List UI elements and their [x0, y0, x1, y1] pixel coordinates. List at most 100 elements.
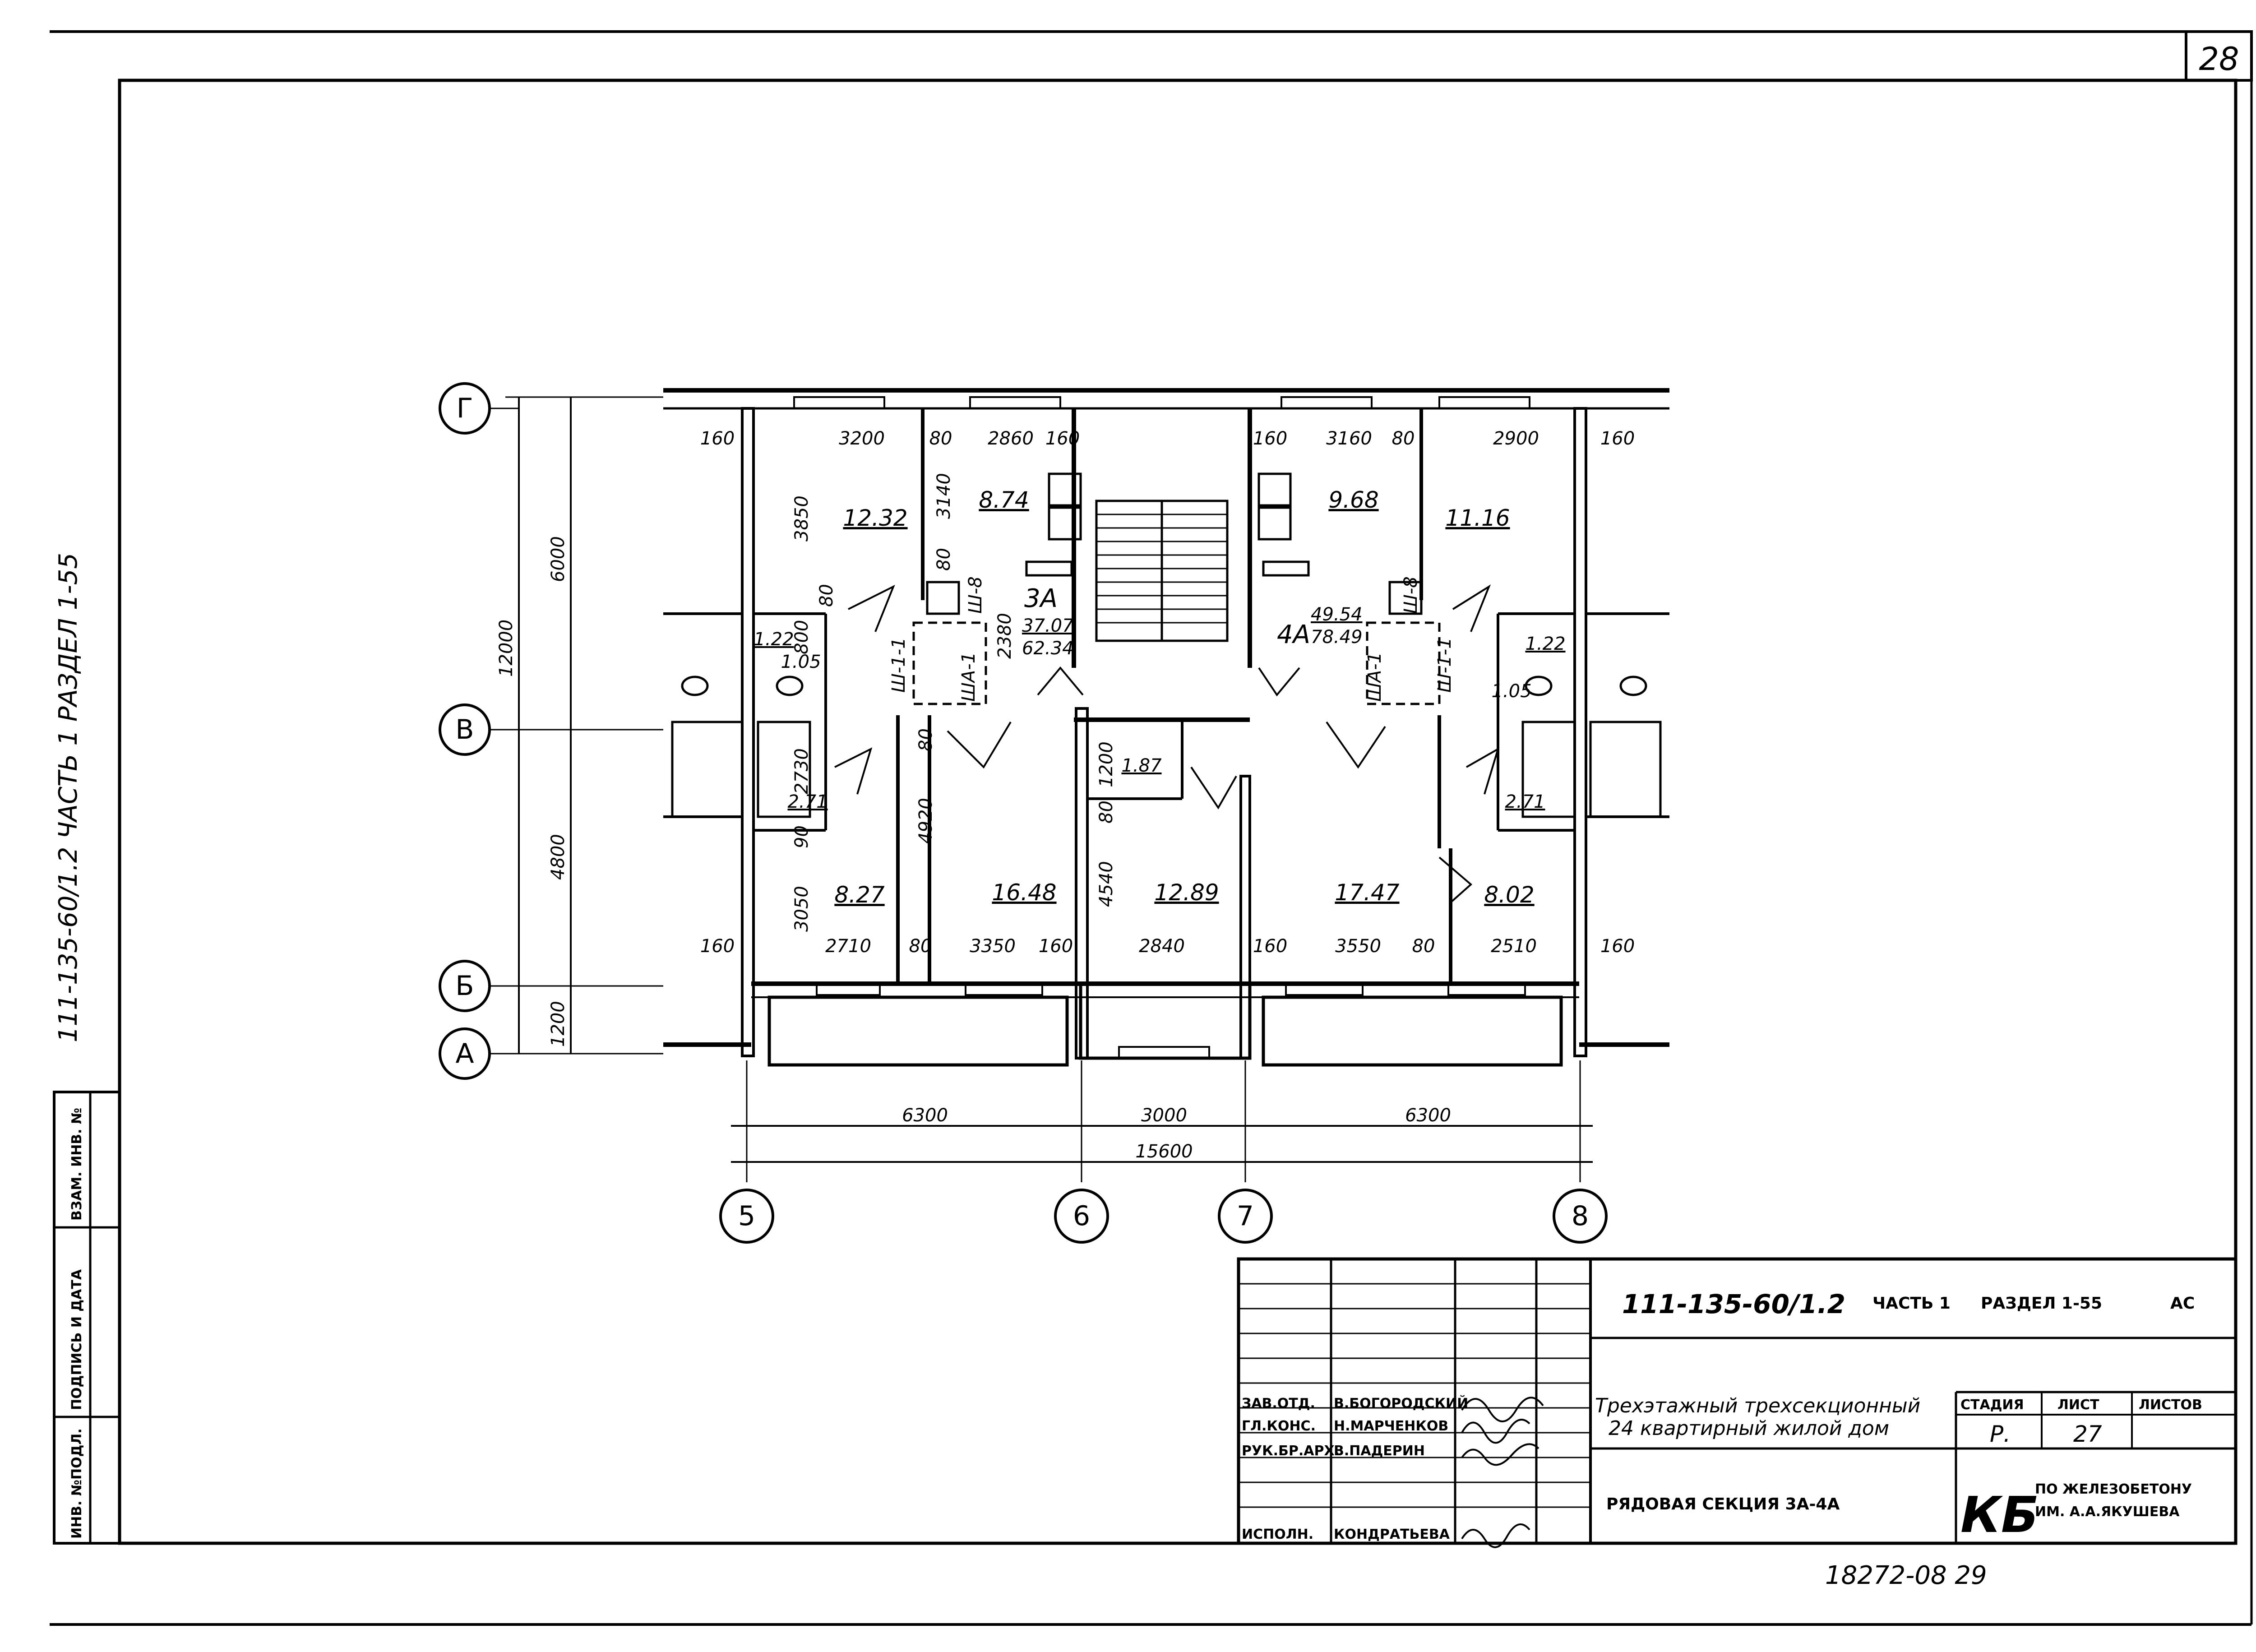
room-area: 1.22	[1525, 634, 1565, 654]
dim-top: 80	[929, 428, 952, 449]
tb-sheet-no: 27	[2073, 1421, 2102, 1447]
apartment-total-area: 62.34	[1022, 638, 1074, 659]
axis-bubbles	[439, 382, 1608, 1244]
dim-interior: 80	[915, 728, 936, 751]
dim-bottom: 3350	[970, 936, 1016, 957]
duct-label: Ш-1-1	[888, 637, 909, 693]
tb-staff-role: ЗАВ.ОТД.	[1242, 1396, 1315, 1411]
dim-top: 3200	[839, 428, 885, 449]
tb-building-title: Трехэтажный трехсекционный	[1595, 1394, 1920, 1417]
tb-stage-header: СТАДИЯ	[1960, 1397, 2024, 1413]
room-area: 1.05	[1491, 681, 1531, 702]
duct-label: ША-1	[958, 652, 979, 702]
tb-code: 111-135-60/1.2	[1622, 1289, 1845, 1319]
dim-bottom: 3550	[1335, 936, 1381, 957]
tb-staff-name: Н.МАРЧЕНКОВ	[1334, 1418, 1448, 1434]
tb-mark: АС	[2170, 1294, 2195, 1313]
tb-part: ЧАСТЬ 1	[1872, 1294, 1951, 1313]
dim-vertical-part: 4800	[548, 834, 569, 880]
dim-top: 80	[1392, 428, 1415, 449]
dim-bottom: 160	[700, 936, 735, 957]
tb-org-line1: ПО ЖЕЛЕЗОБЕТОНУ	[2035, 1481, 2192, 1497]
axis-a-label: А	[455, 1038, 474, 1069]
tb-staff-role: ИСПОЛН.	[1242, 1527, 1313, 1542]
apartment-total-area: 78.49	[1311, 627, 1363, 648]
dim-horizontal-part: 6300	[902, 1105, 948, 1126]
dim-bottom: 80	[909, 936, 932, 957]
dimension-lines	[505, 396, 1593, 1182]
left-stamp	[53, 1091, 121, 1545]
tb-staff-role: РУК.БР.АРХ.	[1242, 1443, 1340, 1459]
dim-vertical-part: 6000	[548, 536, 569, 582]
dim-vertical-total: 12000	[496, 620, 517, 677]
room-area: 8.02	[1484, 882, 1534, 908]
room-area: 12.89	[1154, 879, 1219, 906]
dim-bottom: 2510	[1491, 936, 1537, 957]
dim-horizontal-part: 6300	[1405, 1105, 1451, 1126]
room-area: 1.22	[754, 629, 794, 650]
handwritten-signatures	[1461, 1397, 1544, 1548]
dim-horizontal-part: 3000	[1141, 1105, 1187, 1126]
room-area: 12.32	[843, 505, 907, 531]
dim-interior: 80	[1096, 801, 1117, 824]
duct-label: Ш-8	[1401, 576, 1421, 614]
dim-interior: 3140	[934, 473, 954, 519]
tb-sheet-title: РЯДОВАЯ СЕКЦИЯ 3А-4А	[1606, 1495, 1840, 1513]
tb-org-logo: КБ	[1960, 1486, 2039, 1544]
tb-staff-role: ГЛ.КОНС.	[1242, 1418, 1316, 1434]
tb-building-title: 24 квартирный жилой дом	[1609, 1417, 1889, 1440]
windows	[793, 396, 1530, 1059]
dim-top: 3160	[1326, 428, 1372, 449]
room-area: 9.68	[1328, 487, 1378, 513]
dim-top: 2900	[1493, 428, 1539, 449]
dim-top: 160	[700, 428, 735, 449]
dim-interior: 3050	[791, 886, 812, 932]
dim-interior: 80	[934, 548, 954, 571]
dim-bottom: 80	[1412, 936, 1435, 957]
sheet-frame	[50, 30, 2253, 1626]
stair-treads	[1095, 500, 1229, 642]
dim-interior: 90	[791, 825, 812, 848]
door-swings	[834, 584, 1500, 903]
duct-label: ША-1	[1364, 652, 1385, 702]
room-area: 2.71	[1505, 791, 1545, 812]
tb-staff-name: В.ПАДЕРИН	[1334, 1443, 1425, 1459]
tb-stage: Р.	[1990, 1421, 2011, 1447]
tb-section: РАЗДЕЛ 1-55	[1981, 1294, 2102, 1313]
dim-horizontal-total: 15600	[1135, 1141, 1193, 1162]
dim-bottom: 160	[1600, 936, 1635, 957]
apartment-living-area: 49.54	[1311, 604, 1363, 625]
dim-bottom: 2840	[1139, 936, 1185, 957]
dim-interior: 2730	[791, 748, 812, 794]
dim-top: 160	[1600, 428, 1635, 449]
bathroom-fixtures	[671, 676, 1662, 818]
axis-v-label: В	[455, 714, 474, 745]
dim-interior: 1200	[1096, 741, 1117, 787]
apartment-living-area: 37.07	[1022, 615, 1074, 636]
dim-interior: 3850	[791, 495, 812, 541]
dim-top: 160	[1253, 428, 1287, 449]
tb-sheet-header: ЛИСТ	[2057, 1397, 2099, 1413]
dim-bottom: 2710	[825, 936, 871, 957]
room-area: 2.71	[787, 791, 828, 812]
dim-interior: 2380	[994, 613, 1015, 659]
axis-g-label: Г	[457, 393, 473, 424]
title-block-grid	[1237, 1257, 2238, 1545]
tb-staff-name: В.БОГОРОДСКИЙ	[1334, 1395, 1468, 1411]
tb-org-line2: ИМ. А.А.ЯКУШЕВА	[2035, 1504, 2180, 1520]
duct-label: Ш-8	[965, 576, 986, 614]
side-note: 111-135-60/1.2 ЧАСТЬ 1 РАЗДЕЛ 1-55	[54, 553, 83, 1042]
axis-7-label: 7	[1237, 1200, 1254, 1232]
dim-bottom: 160	[1253, 936, 1287, 957]
room-area: 8.27	[834, 882, 885, 908]
stamp-inv-label: ИНВ. №ПОДЛ.	[69, 1428, 85, 1539]
stamp-signature-label: ПОДПИСЬ И ДАТА	[69, 1269, 85, 1410]
room-area: 11.16	[1445, 505, 1510, 531]
axis-b-label: Б	[455, 970, 474, 1002]
axis-6-label: 6	[1073, 1200, 1090, 1232]
tb-sheets-header: ЛИСТОВ	[2139, 1397, 2202, 1413]
dim-interior: 80	[816, 584, 837, 607]
apartment-label: 4А	[1277, 620, 1310, 649]
room-area: 1.05	[781, 652, 821, 672]
